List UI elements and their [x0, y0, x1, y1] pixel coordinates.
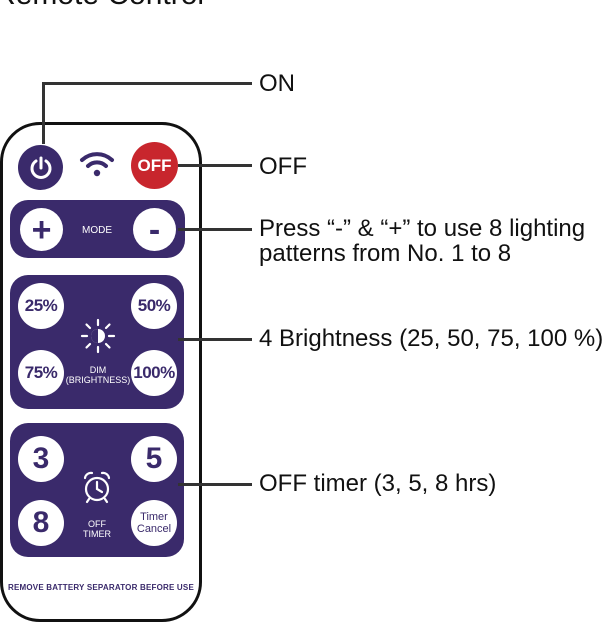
callout-brightness: 4 Brightness (25, 50, 75, 100 %): [259, 325, 604, 352]
dim-label-line2: (BRIGHTNESS): [65, 375, 131, 386]
brightness-leader: [178, 338, 252, 341]
power-icon: [30, 156, 51, 179]
timer-5-label: 5: [145, 442, 163, 475]
page-title: Remote Control: [0, 0, 204, 12]
callout-mode-line1: Press “-” & “+” to use 8 lighting: [259, 215, 586, 242]
callout-timer: OFF timer (3, 5, 8 hrs): [259, 470, 497, 497]
off-timer-label: OFF TIMER: [68, 519, 126, 540]
off-leader: [178, 164, 252, 167]
timer-leader: [178, 483, 252, 486]
dim-25-label: 25%: [24, 296, 58, 315]
on-leader-horizontal: [42, 82, 252, 85]
dim-75-label: 75%: [24, 363, 58, 382]
dim-25-button[interactable]: 25%: [18, 283, 64, 329]
dim-label-line1: DIM: [89, 365, 107, 375]
power-button[interactable]: [18, 145, 63, 190]
dim-label: DIM (BRIGHTNESS): [60, 365, 136, 386]
mode-leader: [178, 228, 252, 231]
timer-8-button[interactable]: 8: [18, 500, 64, 546]
dim-50-label: 50%: [137, 296, 171, 315]
callout-off: OFF: [259, 153, 307, 180]
mode-label: MODE: [82, 225, 112, 236]
timer-cancel-label-line2: Cancel: [136, 523, 172, 535]
battery-note: REMOVE BATTERY SEPARATOR BEFORE USE: [8, 583, 194, 592]
wifi-icon: [80, 152, 114, 177]
dim-75-button[interactable]: 75%: [18, 350, 64, 396]
minus-button[interactable]: -: [133, 208, 176, 251]
callout-mode: Press “-” & “+” to use 8 lighting patter…: [259, 215, 586, 268]
callout-mode-line2: patterns from No. 1 to 8: [259, 240, 512, 268]
alarm-clock-icon: [83, 471, 111, 504]
timer-3-label: 3: [32, 442, 50, 475]
sun-icon: [80, 318, 116, 354]
timer-5-button[interactable]: 5: [131, 436, 177, 482]
on-leader-vertical: [42, 82, 45, 144]
timer-3-button[interactable]: 3: [18, 436, 64, 482]
dim-100-label: 100%: [133, 363, 175, 382]
callout-on: ON: [259, 70, 295, 97]
plus-label: +: [31, 210, 52, 249]
timer-cancel-label-line1: Timer: [140, 510, 168, 523]
off-timer-line1: OFF: [88, 519, 106, 529]
plus-button[interactable]: +: [20, 208, 63, 251]
timer-cancel-button[interactable]: Timer Cancel: [131, 500, 177, 546]
off-button[interactable]: OFF: [131, 142, 178, 189]
timer-8-label: 8: [32, 506, 50, 539]
minus-label: -: [148, 210, 161, 249]
dim-50-button[interactable]: 50%: [131, 283, 177, 329]
off-timer-line2: TIMER: [83, 529, 111, 540]
dim-100-button[interactable]: 100%: [131, 350, 177, 396]
